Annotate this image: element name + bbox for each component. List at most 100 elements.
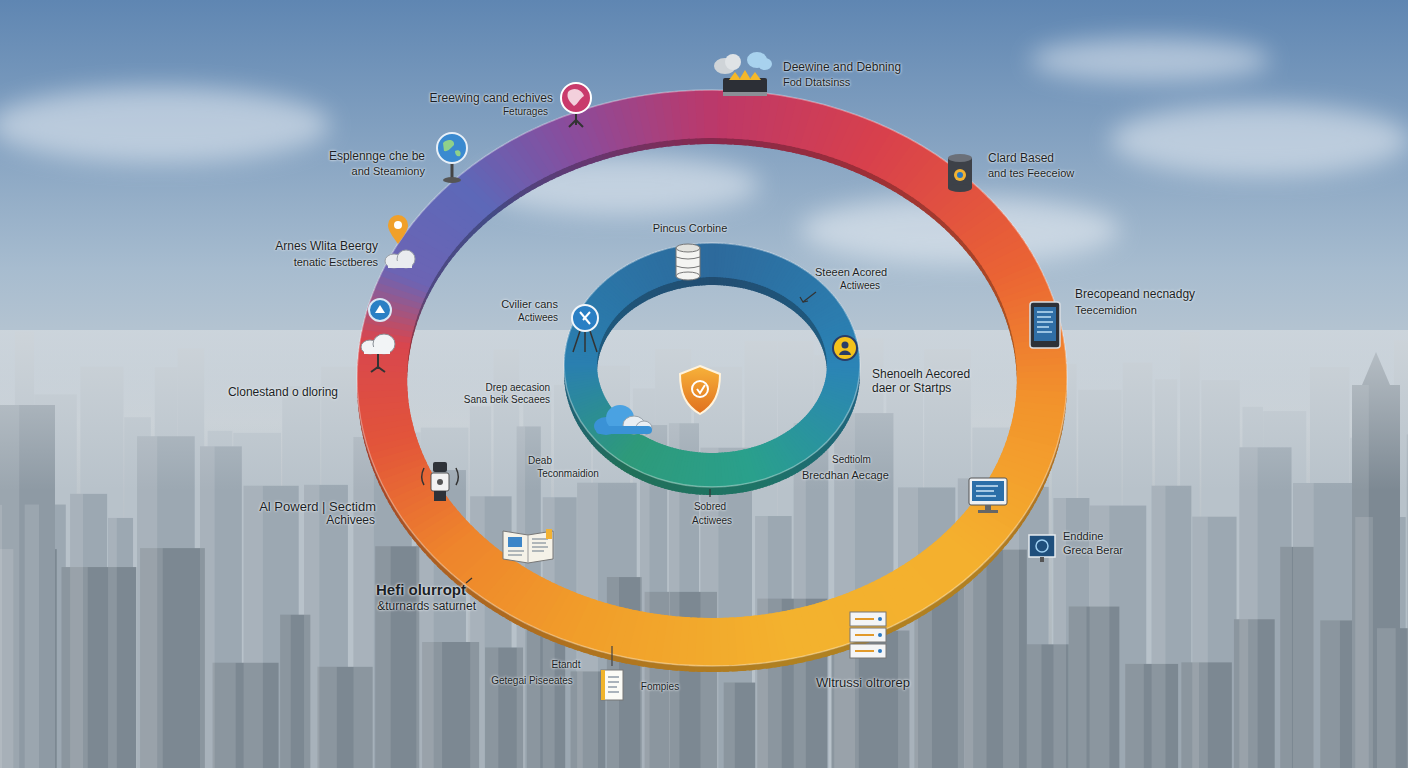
server-icon [878, 649, 882, 653]
monitor-icon [976, 486, 998, 496]
user-icon [833, 336, 857, 360]
robot-icon [422, 462, 459, 501]
ring-label: Teecemidion [1075, 304, 1137, 317]
inner-ring [564, 243, 860, 487]
ring-label: Fod Dtatsinss [783, 76, 850, 89]
cloud-icon [364, 347, 390, 354]
building-face [724, 683, 735, 768]
globe-icon [443, 177, 461, 183]
ring-label: Actiwees [840, 280, 880, 292]
globe-icon [437, 133, 467, 183]
ring-label: Hefi olurropt [376, 581, 466, 598]
ring-label: Shenoelh Aecored [872, 368, 970, 382]
shield-icon [697, 385, 705, 393]
ring-label: tenatic Esctberes [294, 256, 378, 269]
monitor-icon [969, 478, 1007, 513]
building-face [213, 663, 236, 768]
building-face [1069, 607, 1087, 768]
building-face [108, 518, 117, 768]
monitor-icon [1036, 540, 1048, 552]
building-face [485, 647, 498, 768]
globe-icon [443, 140, 454, 151]
pin-icon [388, 215, 408, 244]
book-icon [546, 529, 552, 539]
router-icon [729, 70, 761, 80]
building [375, 546, 419, 768]
building [62, 567, 137, 768]
inner-ring [564, 243, 860, 495]
ring-label: Sana beik Secaees [464, 394, 550, 406]
ring-label: Pincus Corbine [653, 222, 728, 235]
ring-label: Deab [528, 455, 552, 467]
ring-label: Greca Berar [1063, 544, 1123, 557]
leader-line [466, 578, 472, 583]
book-icon [508, 539, 548, 555]
ring-bands [357, 90, 1067, 672]
router-icon [723, 92, 767, 96]
sky-clouds [0, 38, 1408, 264]
ring-label: Al Powerd | Sectidm [259, 500, 376, 515]
ring-label: Brecopeand necnadgy [1075, 288, 1195, 302]
document-icon [601, 646, 623, 700]
robot-icon [434, 491, 446, 501]
leader-line [800, 297, 808, 302]
building [724, 683, 756, 768]
monitor-icon [1040, 557, 1044, 562]
user-icon [842, 342, 849, 349]
globe-icon [569, 120, 583, 127]
leader-line [803, 292, 816, 302]
document-icon [611, 646, 612, 666]
pin-icon [394, 221, 402, 229]
database-icon [957, 172, 963, 178]
inner-ring-edge [564, 243, 860, 487]
building-face [62, 567, 88, 768]
cloud-icon [361, 334, 395, 372]
building-face [1280, 547, 1292, 768]
outer-ring [357, 90, 1067, 672]
globe-icon [455, 150, 461, 156]
ring-label: daer or Startps [872, 382, 951, 396]
globe-icon [567, 89, 584, 106]
database-icon [676, 257, 700, 268]
tablet-icon [1037, 312, 1053, 332]
ring-label: Clonestand o dloring [228, 386, 338, 400]
outer-ring-edge [357, 90, 1067, 666]
ring-icons [361, 52, 1060, 700]
database-icon [676, 244, 700, 252]
ring-label: Sobred [694, 501, 726, 513]
router-icon [725, 54, 741, 70]
network-icon [369, 299, 391, 321]
globe-icon [437, 133, 467, 163]
building-face [25, 505, 39, 768]
server-icon [850, 612, 886, 658]
robot-icon [422, 468, 459, 485]
ring-label: Steeen Acored [815, 266, 887, 279]
building-face [304, 485, 319, 768]
building-face [1152, 486, 1166, 768]
database-icon [948, 154, 972, 192]
shield-icon [680, 366, 720, 414]
building [1377, 628, 1408, 768]
ring-label: Actiwees [692, 515, 732, 527]
building-face [318, 667, 337, 768]
ring-label: Drep aecasion [486, 382, 550, 394]
database-icon [676, 272, 700, 280]
haze [0, 330, 1408, 490]
compass-icon [572, 305, 598, 331]
ring-label: Achivees [326, 514, 375, 528]
database-icon [948, 158, 972, 188]
document-icon [601, 670, 605, 700]
building-face [280, 615, 291, 768]
cloud-icon [596, 426, 652, 434]
tablet-icon [1030, 302, 1060, 348]
ring-label: Sedtiolm [832, 454, 871, 466]
sky-clouds [1110, 104, 1408, 176]
ring-label: Brecdhan Aecage [802, 469, 889, 482]
globe-icon [561, 83, 591, 127]
leader-line [709, 489, 710, 497]
ring-label: Deewine and Debning [783, 61, 901, 75]
building-face [700, 448, 718, 768]
building-face [200, 446, 215, 768]
building-face [1027, 644, 1042, 768]
